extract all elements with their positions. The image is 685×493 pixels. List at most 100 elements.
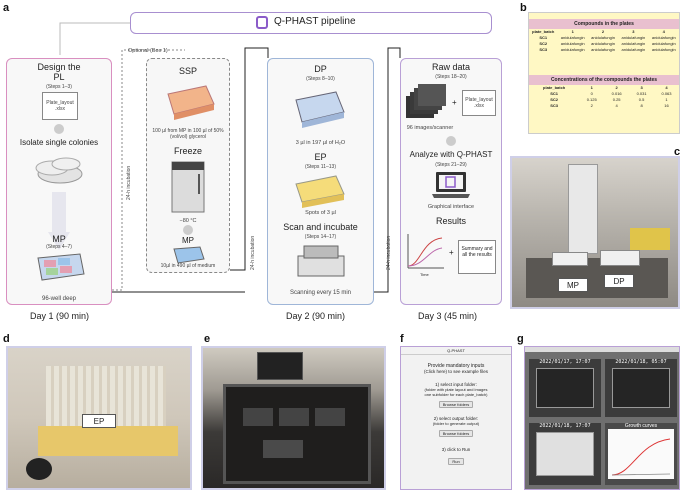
summary-doc-icon: Summary and all the results [458,240,496,274]
concentrations-header-cell: 3 [640,85,643,90]
table-cell: anidulafungin [560,35,585,40]
gui-title-bar: Q-PHAST [401,347,511,355]
table-cell: SC2 [539,41,548,46]
optional-mp-title: MP [182,236,194,245]
gui-intro-link[interactable]: (Click here) to see example files [423,369,489,374]
table-cell: anidulafungin [560,41,585,46]
panel-letter-f: f [400,333,404,345]
gui-step2: 2) select output folder: [433,416,479,421]
plate-grid-3 [536,432,594,476]
table-cell: 0.25 [612,97,621,102]
panel-letter-e: e [204,333,211,345]
results-viewer-window: 2022/01/17, 17:07 2022/01/18, 05:07 2022… [524,346,680,490]
incubation-label-1: 24-h incubation [126,165,132,200]
day1-design-title-2: PL [53,72,65,82]
gui-step2-desc: (folder to generate output) [432,421,480,426]
table-row: SC1 anidulafungin anidulafungin anidulaf… [529,35,679,41]
day2-ep-steps: (Steps 11–13) [304,164,337,170]
petri-dishes-icon [35,157,83,184]
browse-output-button[interactable]: Browse folders [439,430,473,437]
table-row: SC2 0.125 0.25 0.5 1 [529,97,679,103]
table-cell: 16 [664,103,669,108]
scanner-shape [243,408,273,426]
table-cell: 0.125 [586,97,597,102]
concentrations-header-row: plate_batch 1 2 3 4 [529,85,679,91]
gui-step3: 3) click to Run [441,447,471,452]
robot-photo: MP DP [510,156,680,309]
ep-plate-icon [295,175,345,208]
table-cell: 0.063 [661,91,672,96]
table-cell: 0.5 [638,97,645,102]
table-cell: 1 [665,97,668,102]
compounds-header-cell: plate_batch [532,29,555,34]
timestamp-1: 2022/01/17, 17:07 [539,359,591,365]
table-cell: 2 [590,103,593,108]
robot-deck-shape [526,258,668,298]
plate-layout-file-icon: Plate_layout .xlsx [42,92,78,120]
pause-icon [54,124,64,134]
concentrations-header-cell: 2 [615,85,618,90]
day2-footer: Day 2 (90 min) [286,311,346,321]
panel-letter-a: a [3,2,10,14]
laptop-shape [257,352,303,380]
day3-raw-title: Raw data [431,62,471,72]
day2-scan-desc: Scanning every 15 min [289,290,352,296]
table-cell: SC3 [550,103,559,108]
run-button[interactable]: Run [448,458,464,465]
optional-freeze-title: Freeze [173,146,202,156]
table-row: SC1 0 0.016 0.031 0.063 [529,91,679,97]
ssp-plate-icon [167,85,215,120]
scan-image-3: 2022/01/18, 17:07 [529,423,601,485]
day2-ep-title: EP [314,152,327,162]
day3-footer: Day 3 (45 min) [418,311,478,321]
table-cell: SC2 [550,97,559,102]
pause-icon-3 [446,136,456,146]
dp-label: DP [604,274,634,288]
table-cell: anidulafungin [651,41,676,46]
mp-label: MP [558,278,588,292]
optional-mp-desc: 10µl in 490 µl of medium [160,263,216,269]
freezer-icon [171,161,205,213]
timestamp-2: 2022/01/18, 05:07 [615,359,667,365]
viewer-title-bar [525,347,679,352]
table-cell: anidulafungin [621,41,646,46]
plate-layout-filename: Plate_layout [46,100,74,106]
panel-letter-b: b [520,2,527,14]
optional-temp: −80 °C [179,218,197,224]
day3-results-title: Results [435,216,466,226]
dp-plate-shape [600,250,640,266]
day3-analyze-title: Analyze with Q-PHAST [409,150,493,159]
day2-ep-desc: Spots of 3 µl [305,210,336,216]
table-cell: anidulafungin [651,35,676,40]
compounds-table: plate_batch 1 2 3 4 SC1 anidulafungin an… [529,29,679,53]
compounds-header-row: plate_batch 1 2 3 4 [529,29,679,35]
day3-plate-layout-file-icon: Plate_layout .xlsx [462,90,496,116]
day3-images-label: 96 images/scanner [406,125,454,131]
day1-footer: Day 1 (90 min) [30,311,90,321]
day1-design-title: Design the [37,62,81,72]
rubber-bulb-shape [26,458,52,480]
table-cell: anidulafungin [651,47,676,52]
day3-plus-2: + [449,248,454,257]
concentrations-header-cell: 4 [665,85,668,90]
table-cell: anidulafungin [591,35,615,40]
day3-summary-label: Summary and all the results [461,246,493,258]
scanner-shape [279,408,309,426]
ep-tray-shape [38,426,178,456]
compounds-header-cell: 3 [632,29,635,34]
table-cell: SC1 [539,35,548,40]
raw-images-icon [406,84,446,118]
gui-intro[interactable]: Provide mandatory inputs [427,363,485,369]
table-cell: anidulafungin [621,47,646,52]
optional-ssp-title: SSP [178,66,197,76]
concentrations-title: Concentrations of the compounds the plat… [529,75,679,85]
day3-analyze-steps: (Steps 21–29) [435,162,467,168]
browse-input-button[interactable]: Browse folders [439,401,473,408]
gui-step1-desc: (folder with plate layout and images [424,387,488,392]
panel-letter-g: g [517,333,524,345]
pause-icon-2 [183,225,193,235]
day1-isolate-title: Isolate single colonies [19,138,99,147]
robot-arm-shape [568,164,598,254]
plate-grid-1 [536,368,594,408]
concentrations-header-cell: plate_batch [543,85,566,90]
